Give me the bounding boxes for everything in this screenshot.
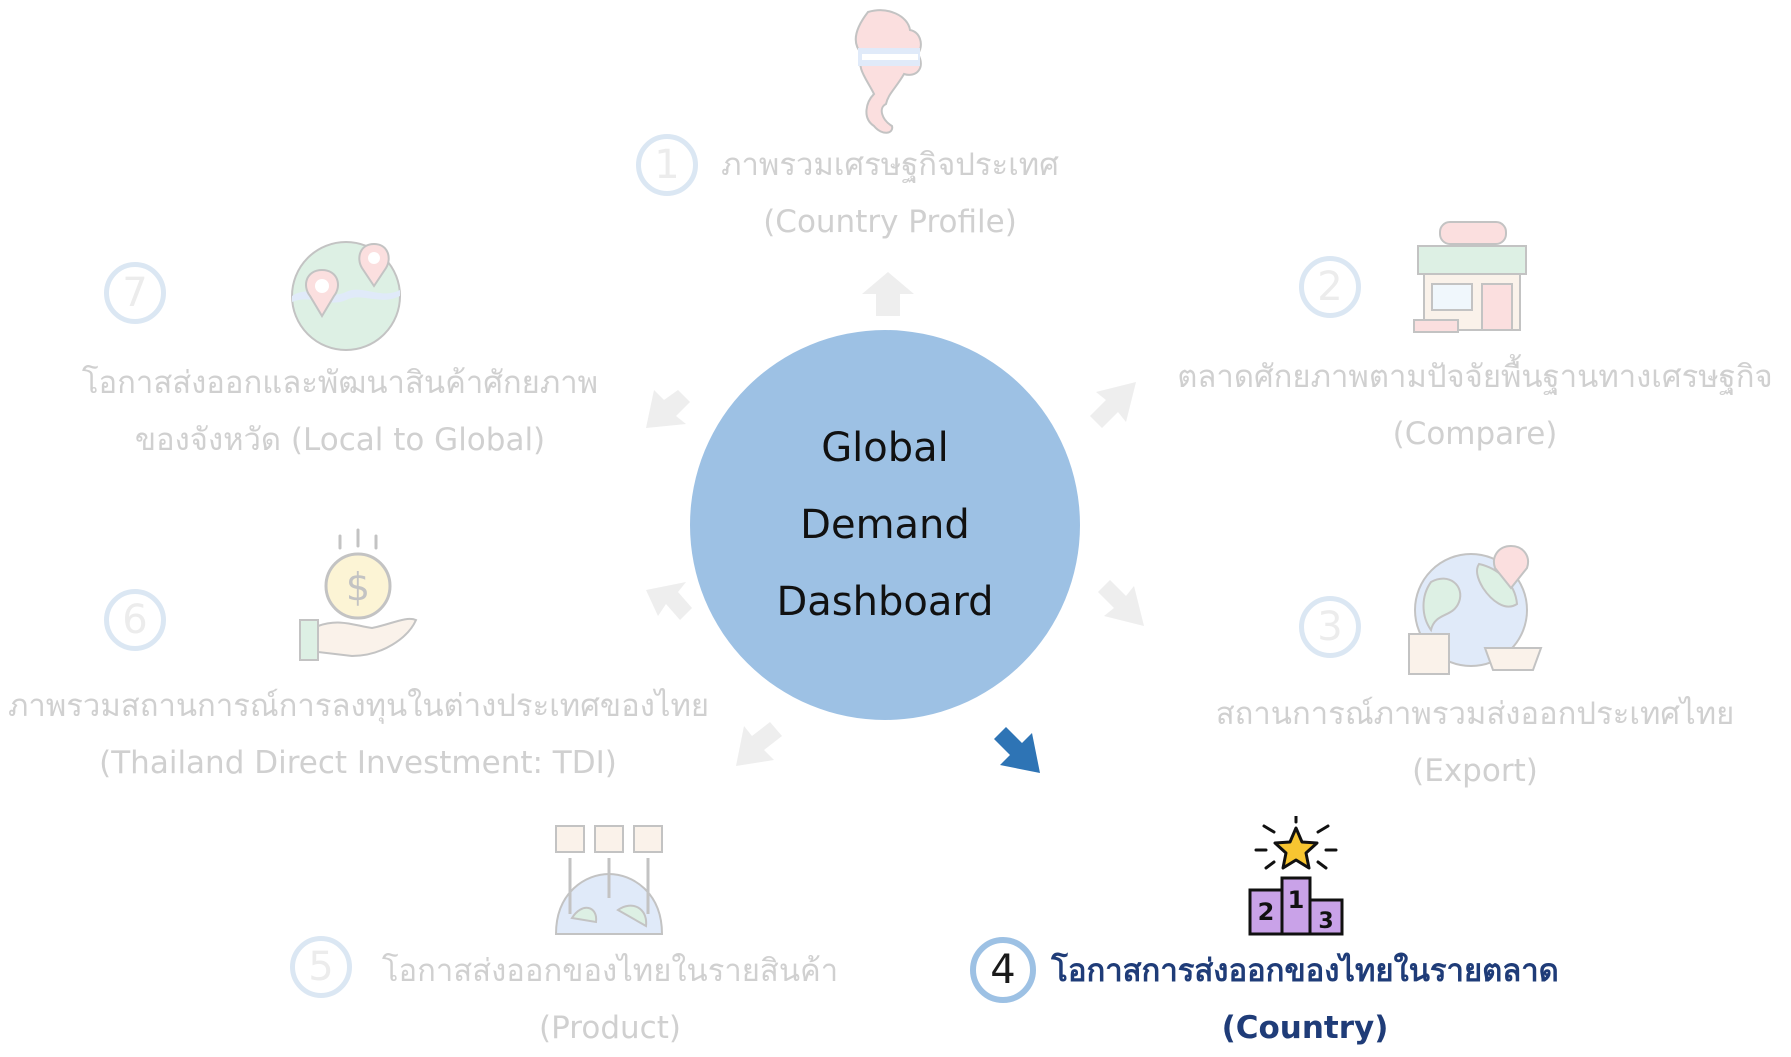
step-4-subtitle: (Country) — [1221, 1010, 1389, 1046]
step-2-title: ตลาดศักยภาพตามปัจจัยพื้นฐานทางเศรษฐกิจ — [1177, 359, 1773, 395]
step-1-subtitle: (Country Profile) — [763, 204, 1017, 240]
step-1-badge[interactable]: 1 — [636, 134, 698, 196]
center-circle: Global Demand Dashboard — [690, 330, 1080, 720]
step-1-label[interactable]: ภาพรวมเศรษฐกิจประเทศ (Country Profile) — [700, 137, 1080, 251]
svg-text:2: 2 — [1258, 898, 1275, 926]
step-1-title: ภาพรวมเศรษฐกิจประเทศ — [721, 147, 1059, 183]
globe-export-icon — [1408, 544, 1543, 675]
step-4-label[interactable]: โอกาสการส่งออกของไทยในรายตลาด (Country) — [1040, 943, 1570, 1057]
step-2-label[interactable]: ตลาดศักยภาพตามปัจจัยพื้นฐานทางเศรษฐกิจ (… — [1170, 349, 1780, 463]
step-2-subtitle: (Compare) — [1392, 416, 1558, 452]
step-3-badge[interactable]: 3 — [1299, 596, 1361, 658]
step-7-badge[interactable]: 7 — [104, 262, 166, 324]
product-boxes-icon — [554, 825, 664, 935]
step-6-badge[interactable]: 6 — [104, 589, 166, 651]
svg-text:1: 1 — [1288, 886, 1305, 914]
step-4-badge[interactable]: 4 — [970, 937, 1036, 1003]
center-line-3: Dashboard — [776, 578, 994, 625]
arrow-to-4 — [994, 727, 1040, 773]
center-line-1: Global — [821, 424, 949, 471]
svg-text:3: 3 — [1318, 909, 1333, 934]
center-line-2: Demand — [800, 501, 970, 548]
location-map-icon — [291, 241, 401, 351]
arrow-to-1 — [862, 272, 914, 316]
step-5-label[interactable]: โอกาสส่งออกของไทยในรายสินค้า — [370, 943, 850, 1000]
investment-hand-icon: $ — [299, 528, 418, 661]
podium-star-icon: 1 2 3 — [1248, 816, 1344, 936]
step-3-subtitle: (Export) — [1412, 753, 1538, 789]
arrow-to-5 — [736, 722, 782, 766]
step-3-title: สถานการณ์ภาพรวมส่งออกประเทศไทย — [1215, 696, 1735, 732]
step-5-subtitle-block: (Product) — [420, 1000, 800, 1057]
arrow-to-2 — [1090, 382, 1136, 428]
svg-text:$: $ — [346, 565, 370, 609]
step-6-subtitle: (Thailand Direct Investment: TDI) — [99, 745, 617, 781]
step-7-subtitle: ของจังหวัด (Local to Global) — [134, 422, 546, 458]
thailand-map-icon — [854, 9, 922, 134]
step-5-badge[interactable]: 5 — [290, 936, 352, 998]
step-4-title: โอกาสการส่งออกของไทยในรายตลาด — [1051, 953, 1559, 989]
step-5-subtitle: (Product) — [539, 1010, 681, 1046]
market-store-icon — [1413, 221, 1527, 333]
arrow-to-7 — [646, 390, 690, 428]
step-6-title: ภาพรวมสถานการณ์การลงทุนในต่างประเทศของไท… — [8, 688, 710, 724]
step-2-badge[interactable]: 2 — [1299, 256, 1361, 318]
arrow-to-3 — [1098, 580, 1144, 626]
step-5-title: โอกาสส่งออกของไทยในรายสินค้า — [381, 953, 839, 989]
step-3-label[interactable]: สถานการณ์ภาพรวมส่งออกประเทศไทย (Export) — [1180, 686, 1770, 800]
step-7-title: โอกาสส่งออกและพัฒนาสินค้าศักยภาพ — [81, 365, 599, 401]
step-6-label[interactable]: ภาพรวมสถานการณ์การลงทุนในต่างประเทศของไท… — [8, 678, 710, 792]
step-7-label[interactable]: โอกาสส่งออกและพัฒนาสินค้าศักยภาพ ของจังห… — [60, 355, 620, 469]
arrow-to-6 — [646, 582, 692, 620]
